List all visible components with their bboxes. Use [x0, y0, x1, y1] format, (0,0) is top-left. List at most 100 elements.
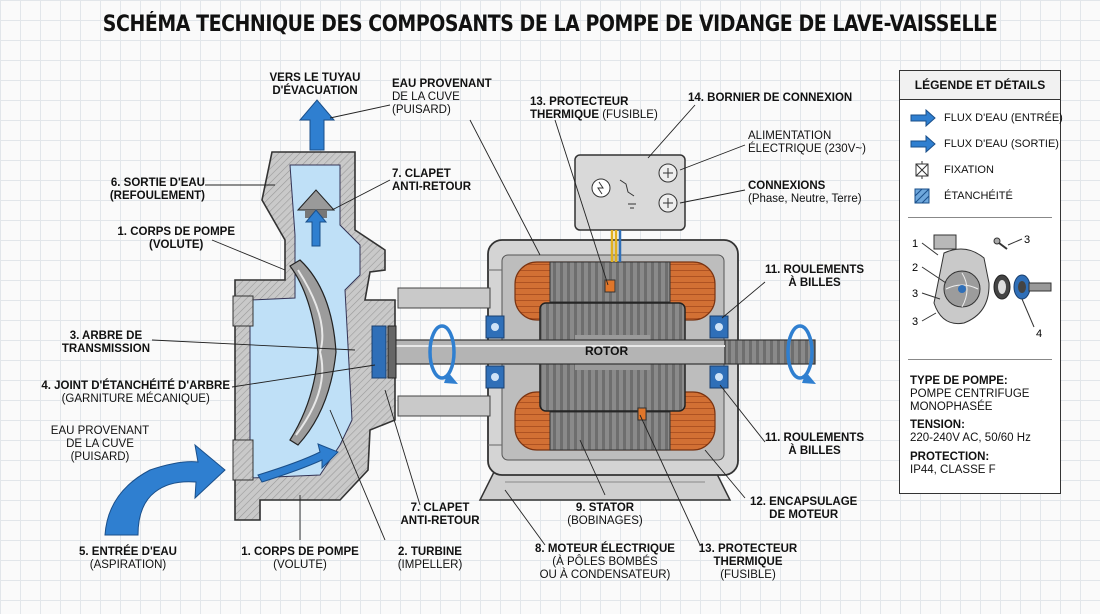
- flow-in-arrow-icon: [910, 108, 936, 128]
- label-clapet-bottom: 7. CLAPET ANTI-RETOUR: [400, 502, 479, 528]
- flow-out-arrow-icon: [910, 134, 936, 154]
- label-line: ANTI-RETOUR: [400, 515, 480, 527]
- legend-item-label: FLUX D'EAU (ENTRÉE): [944, 112, 1063, 124]
- label-line: À BILLES: [788, 445, 841, 457]
- shaft-seal: [371, 287, 491, 417]
- rotation-arrows: [428, 324, 816, 384]
- label-line: THERMIQUE: [530, 109, 599, 121]
- label-line: (À PÔLES BOMBÉS: [552, 556, 658, 568]
- label-line: 14. BORNIER DE CONNEXION: [688, 92, 853, 104]
- label-line: 11. ROULEMENTS: [765, 264, 865, 276]
- legend-item-label: ÉTANCHÉITÉ: [944, 190, 1013, 202]
- legend-item-flow-in: FLUX D'EAU (ENTRÉE): [910, 108, 1063, 128]
- label-eau-cuve-left: EAU PROVENANT DE LA CUVE (PUISARD): [51, 425, 149, 464]
- label-line: OU À CONDENSATEUR): [539, 569, 671, 581]
- exploded-number: 3: [912, 316, 918, 328]
- spec-value: 220-240V AC, 50/60 Hz: [910, 432, 1031, 444]
- label-joint: 4. JOINT D'ÉTANCHÉITÉ D'ARBRE (GARNITURE…: [41, 380, 230, 406]
- legend-divider: [908, 359, 1052, 360]
- impeller: [289, 259, 337, 446]
- label-line: 2. TURBINE: [398, 546, 462, 558]
- drive-shaft: [349, 339, 816, 365]
- label-roulements-top: 11. ROULEMENTS À BILLES: [765, 264, 864, 290]
- spec-value: POMPE CENTRIFUGE: [910, 388, 1030, 400]
- label-line: DE LA CUVE: [66, 438, 134, 450]
- legend-item-flow-out: FLUX D'EAU (SORTIE): [910, 134, 1059, 154]
- label-line: 4. JOINT D'ÉTANCHÉITÉ D'ARBRE: [41, 380, 230, 392]
- label-line: (FUSIBLE): [602, 109, 658, 121]
- label-vers-tuyau: VERS LE TUYAU D'ÉVACUATION: [270, 72, 361, 98]
- label-corps-pompe-bottom: 1. CORPS DE POMPE (VOLUTE): [241, 546, 359, 572]
- label-line: 12. ENCAPSULAGE: [750, 496, 858, 508]
- label-line: (ASPIRATION): [89, 559, 167, 571]
- label-arbre: 3. ARBRE DE TRANSMISSION: [62, 330, 150, 356]
- label-line: 7. CLAPET: [392, 168, 451, 180]
- label-moteur: 8. MOTEUR ÉLECTRIQUE (À PÔLES BOMBÉS OU …: [535, 543, 675, 582]
- label-line: (PUISARD): [392, 104, 451, 116]
- exploded-number: 1: [912, 238, 918, 250]
- ball-bearings: [485, 315, 729, 389]
- label-connexions: CONNEXIONS (Phase, Neutre, Terre): [748, 180, 862, 206]
- spec-value: IP44, CLASSE F: [910, 464, 996, 476]
- label-line: ALIMENTATION: [748, 130, 832, 142]
- label-line: EAU PROVENANT: [392, 78, 492, 90]
- legend-item-fixation: FIXATION: [910, 161, 994, 179]
- label-line: (FUSIBLE): [720, 569, 776, 581]
- leader-lines: [151, 104, 766, 546]
- label-line: DE LA CUVE: [392, 91, 460, 103]
- label-line: CONNEXIONS: [748, 180, 826, 192]
- exploded-number: 4: [1036, 328, 1042, 340]
- terminal-box: [574, 154, 686, 421]
- label-line: (BOBINAGES): [567, 515, 643, 527]
- label-line: 8. MOTEUR ÉLECTRIQUE: [535, 543, 675, 555]
- legend-item-label: FLUX D'EAU (SORTIE): [944, 138, 1059, 150]
- pump-volute: [232, 151, 396, 521]
- label-line: DE MOTEUR: [769, 509, 839, 521]
- label-line: À BILLES: [788, 277, 841, 289]
- fixation-icon: [915, 161, 929, 179]
- label-bornier: 14. BORNIER DE CONNEXION: [688, 92, 852, 105]
- label-line: VERS LE TUYAU: [269, 72, 361, 84]
- label-line: EAU PROVENANT: [50, 425, 150, 437]
- legend-panel: LÉGENDE ET DÉTAILS FLUX D'EAU (ENTRÉE) F…: [899, 70, 1063, 494]
- label-line: (GARNITURE MÉCANIQUE): [61, 393, 210, 405]
- label-turbine: 2. TURBINE (IMPELLER): [398, 546, 463, 572]
- label-line: ÉLECTRIQUE (230V~): [748, 143, 866, 155]
- label-line: 1. CORPS DE POMPE: [117, 226, 235, 238]
- label-line: 5. ENTRÉE D'EAU: [79, 546, 177, 558]
- label-line: TRANSMISSION: [61, 343, 150, 355]
- label-alimentation: ALIMENTATION ÉLECTRIQUE (230V~): [748, 130, 866, 156]
- spec-key: PROTECTION:: [910, 451, 990, 463]
- label-line: ANTI-RETOUR: [392, 181, 472, 193]
- legend-title: LÉGENDE ET DÉTAILS: [900, 71, 1060, 100]
- legend-item-label: FIXATION: [944, 164, 994, 176]
- label-encapsulage: 12. ENCAPSULAGE DE MOTEUR: [750, 496, 857, 522]
- spec-tension: TENSION: 220-240V AC, 50/60 Hz: [910, 419, 1031, 445]
- label-line: 11. ROULEMENTS: [765, 432, 865, 444]
- label-line: D'ÉVACUATION: [272, 85, 358, 97]
- exploded-number: 3: [912, 288, 918, 300]
- spec-value: MONOPHASÉE: [910, 401, 993, 413]
- label-line: (Phase, Neutre, Terre): [748, 193, 862, 205]
- label-line: (VOLUTE): [149, 239, 204, 251]
- label-protecteur-top: 13. PROTECTEUR THERMIQUE (FUSIBLE): [530, 96, 658, 122]
- spec-key: TYPE DE POMPE:: [910, 375, 1008, 387]
- label-line: 6. SORTIE D'EAU: [110, 177, 205, 189]
- diagram-title: SCHÉMA TECHNIQUE DES COMPOSANTS DE LA PO…: [102, 12, 998, 37]
- label-protecteur-bottom: 13. PROTECTEUR THERMIQUE (FUSIBLE): [699, 543, 797, 582]
- label-corps-pompe-top: 1. CORPS DE POMPE (VOLUTE): [117, 226, 235, 252]
- label-line: 13. PROTECTEUR: [698, 543, 798, 555]
- label-clapet-top: 7. CLAPET ANTI-RETOUR: [392, 168, 471, 194]
- label-entree-eau: 5. ENTRÉE D'EAU (ASPIRATION): [79, 546, 177, 572]
- exploded-view: 1 2 3 3 3 4: [912, 234, 1052, 340]
- label-line: 9. STATOR: [575, 502, 635, 514]
- label-rotor: ROTOR: [585, 344, 629, 358]
- label-line: 13. PROTECTEUR: [530, 96, 629, 108]
- exploded-number: 3: [1024, 234, 1030, 246]
- motor-base: [478, 469, 732, 501]
- spec-key: TENSION:: [910, 419, 965, 431]
- label-stator: 9. STATOR (BOBINAGES): [567, 502, 642, 528]
- spec-protection: PROTECTION: IP44, CLASSE F: [910, 451, 996, 477]
- label-line: 1. CORPS DE POMPE: [241, 546, 359, 558]
- label-line: 7. CLAPET: [410, 502, 470, 514]
